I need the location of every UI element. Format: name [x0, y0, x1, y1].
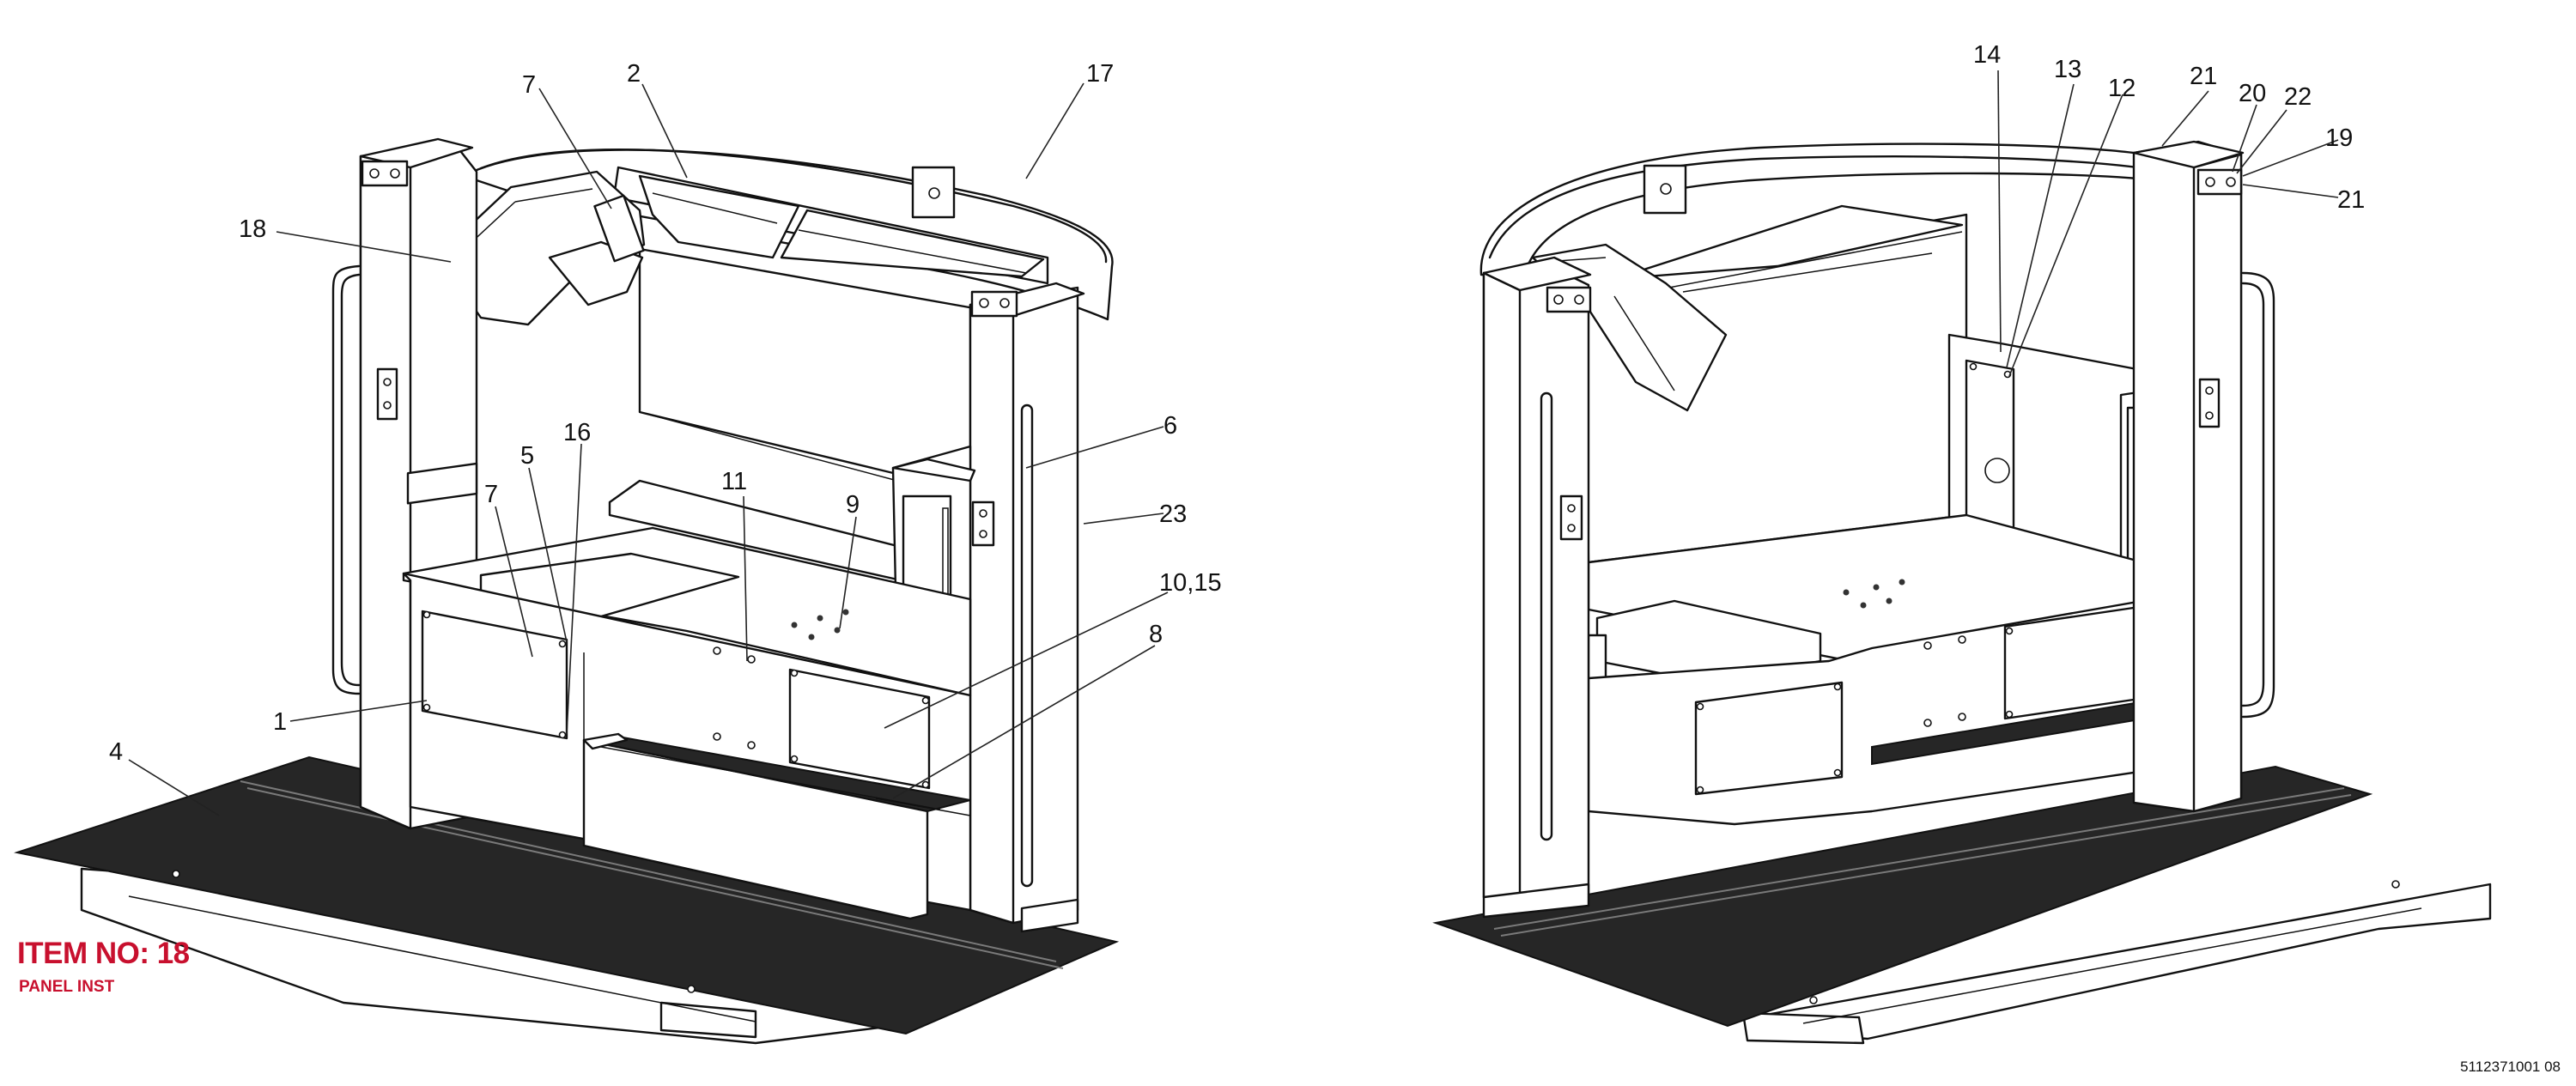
callout-16: 16: [563, 419, 591, 446]
callout-17: 17: [1086, 60, 1114, 88]
callout-11: 11: [721, 468, 747, 495]
leader-lines: [128, 70, 2339, 816]
right-isometric-view: [1432, 140, 2492, 1045]
right-view-right-post: [2132, 140, 2275, 813]
left-isometric-view: [14, 137, 1120, 1045]
roof-frame-left: [612, 166, 1049, 285]
callout-4: 4: [109, 738, 123, 766]
roof-band-right: [1479, 143, 2174, 278]
callout-12: 12: [2108, 75, 2136, 102]
callout-7: 7: [484, 481, 498, 508]
drawing-number: 5112371001 08: [2460, 1059, 2561, 1075]
callout-2: 2: [627, 60, 641, 88]
floor-mat-right: [1432, 765, 2400, 1028]
callout-labels: 7 2 17 18 6 23 7 5 16 11 9 10,15 8 1 4 1…: [109, 41, 2365, 766]
callout-20: 20: [2239, 80, 2266, 107]
right-view-left-post: [1482, 256, 1592, 919]
callout-18: 18: [239, 215, 266, 243]
item-number-title: ITEM NO: 18: [17, 937, 190, 970]
floor-mat-left: [14, 755, 1120, 1035]
front-lower-panel-right: [1587, 591, 2193, 826]
step-tread-left: [582, 732, 971, 920]
item-description: PANEL INST: [19, 978, 115, 996]
base-frame-right: [1741, 883, 2492, 1045]
callout-14: 14: [1973, 41, 2001, 69]
callout-3: 7: [522, 71, 536, 99]
callout-21-top: 21: [2190, 63, 2217, 90]
callout-19: 19: [2325, 124, 2353, 152]
callout-8: 8: [1149, 621, 1163, 648]
callout-5: 5: [520, 442, 534, 470]
cab-rear-wall-left: [608, 247, 981, 581]
callout-1: 1: [273, 708, 287, 736]
callout-6: 6: [1163, 412, 1177, 440]
callout-13: 13: [2054, 56, 2081, 83]
callout-9: 9: [846, 491, 860, 519]
right-front-post: [969, 282, 1085, 933]
callout-21-bottom: 21: [2337, 186, 2365, 214]
angled-panel-18-left: [436, 170, 646, 326]
callout-23: 23: [1159, 501, 1187, 528]
seat-deck-left: [402, 462, 972, 697]
callout-22: 22: [2284, 83, 2312, 111]
callout-10-15: 10,15: [1159, 569, 1222, 597]
